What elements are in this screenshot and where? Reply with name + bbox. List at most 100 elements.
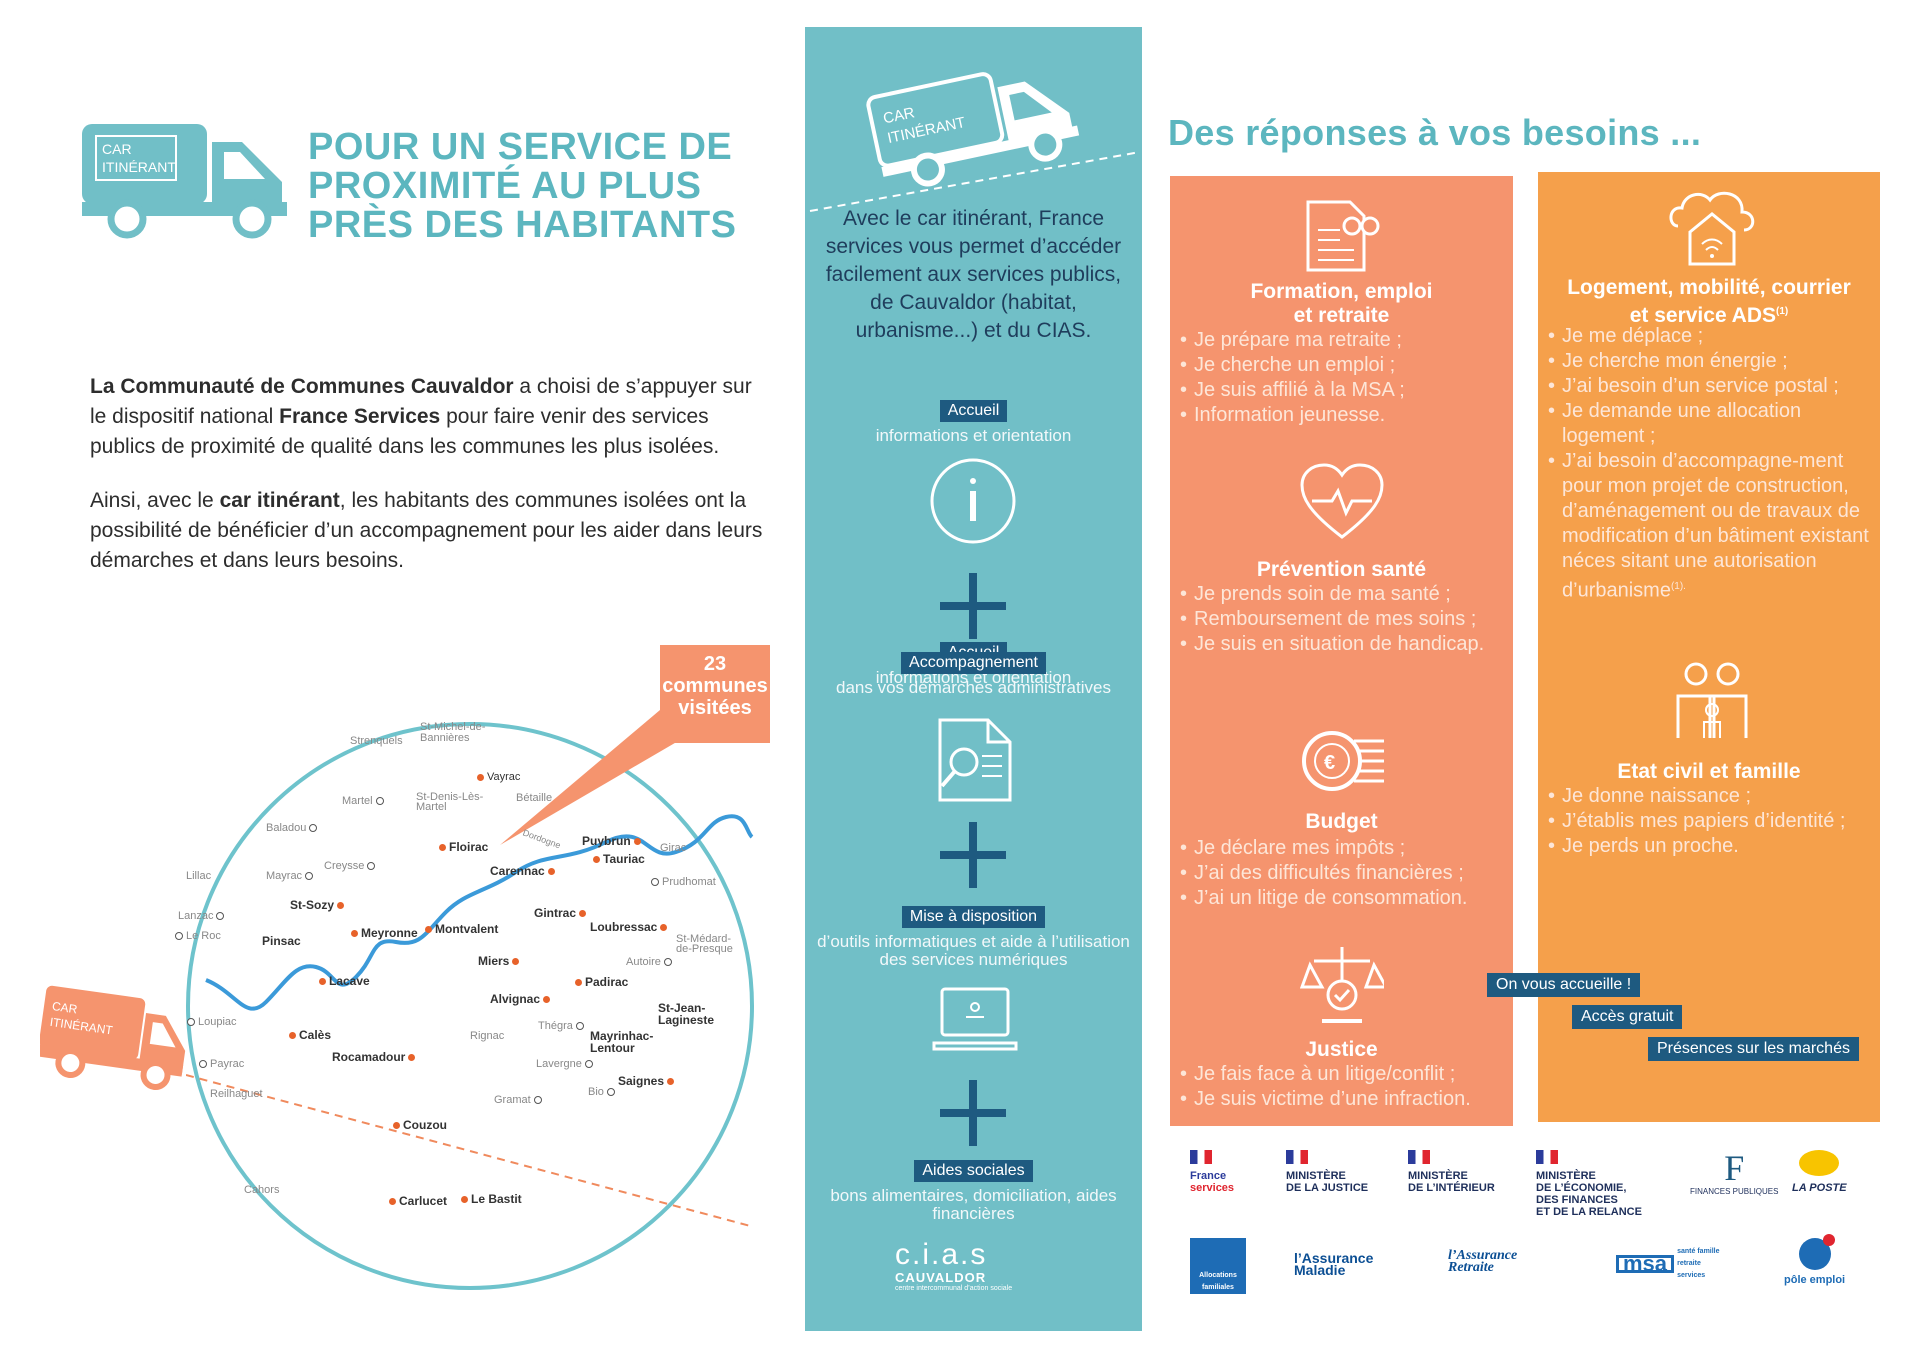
callout-number: 23 — [703, 653, 727, 675]
town-label: Vayrac — [474, 771, 520, 783]
town-name: Loubressac — [590, 920, 658, 934]
town-name: Saignes — [618, 1074, 665, 1088]
map-towns: Vayrac Floirac Puybrun Tauriac Carennac … — [0, 0, 733, 1208]
teal-item-accompagnement-label: Accompagnement dans vos démarches admini… — [805, 652, 1142, 697]
footnote-mark: (1). — [1670, 581, 1686, 592]
document-glasses-icon — [1300, 196, 1380, 281]
town-label: Calès — [286, 1028, 331, 1042]
text: a choisi de s’appuyer sur le dispositif … — [90, 375, 752, 428]
list-item: Je prépare ma retraite ; — [1180, 328, 1507, 353]
logo-text: santé famille retraite services — [1677, 1248, 1720, 1279]
la-poste-logo: LA POSTE — [1792, 1150, 1847, 1194]
footnote-mark: (1) — [1776, 306, 1789, 317]
pole-emploi-logo: pôle emploi — [1784, 1234, 1846, 1286]
logo-text: DE LA JUSTICE — [1286, 1182, 1369, 1194]
town-name: Autoire — [626, 956, 661, 968]
house-cloud-icon — [1666, 186, 1760, 275]
town-name: Bétaille — [516, 792, 553, 804]
list-item: Je me déplace ; — [1548, 324, 1874, 349]
logo-text: msa — [1616, 1253, 1675, 1275]
town-label: Loubressac — [590, 920, 670, 934]
town-name: Padirac — [585, 975, 629, 989]
logo-text: Maladie — [1294, 1262, 1346, 1278]
town-label: Lacave — [316, 974, 370, 988]
town-label: Thégra — [538, 1020, 587, 1032]
france-services-intro: Avec le car itinérant, France services v… — [825, 207, 1122, 342]
town-label: Creysse — [324, 860, 378, 872]
town-name: Bio — [588, 1086, 604, 1098]
town-name: Thégra — [538, 1020, 573, 1032]
callout-text: visitées — [678, 697, 752, 719]
formation-list: Je prépare ma retraite ; Je cherche un e… — [1180, 328, 1507, 428]
list-item: Je demande une allocation logement ; — [1548, 399, 1874, 449]
svg-text:CAR: CAR — [102, 141, 132, 157]
town-label: Mayrinhac-Lentour — [590, 1030, 670, 1054]
list-item: J’ai besoin d’un service postal ; — [1548, 374, 1874, 399]
title-line: PROXIMITÉ AU PLUS — [308, 165, 702, 207]
logo-text: l’Assurance — [1448, 1248, 1518, 1263]
car-itinerant-truck-icon: CAR ITINÉRANT — [82, 124, 292, 247]
logo-text: MINISTÈRE — [1408, 1170, 1468, 1182]
family-icon — [1672, 658, 1752, 747]
list-item: Je déclare mes impôts ; — [1180, 836, 1507, 861]
town-label: Mayrac — [266, 870, 316, 882]
list-item: Je prends soin de ma santé ; — [1180, 582, 1507, 607]
teal-item-accueil-label: Accueil informations et orientation — [805, 400, 1142, 445]
teal-item-aides-sociales-label: Aides sociales bons alimentaires, domici… — [805, 1160, 1142, 1223]
town-name: Strenquels — [350, 735, 403, 747]
town-label: Couzou — [390, 1118, 447, 1132]
prevention-sante-title: Prévention santé — [1256, 558, 1427, 581]
town-name: Miers — [478, 954, 510, 968]
budget-title: Budget — [1305, 810, 1378, 833]
town-label: Miers — [478, 954, 522, 968]
town-label: Montvalent — [422, 922, 498, 936]
logement-title: Logement, mobilité, courrier et service … — [1538, 276, 1880, 328]
town-name: Meyronne — [361, 926, 418, 940]
logo-text: DE L’INTÉRIEUR — [1408, 1182, 1495, 1194]
item-tag: Mise à disposition — [901, 906, 1046, 928]
text: Ainsi, avec le — [90, 489, 220, 512]
list-item: Je suis en situation de handicap. — [1180, 632, 1507, 657]
plus-icon — [940, 1080, 1006, 1146]
town-label: St-Denis-Lès-Martel — [416, 792, 486, 813]
town-label: Alvignac — [490, 992, 553, 1006]
svg-text:CAR: CAR — [882, 104, 917, 127]
plus-icon — [940, 573, 1006, 639]
list-item: Je cherche un emploi ; — [1180, 353, 1507, 378]
svg-text:CAR: CAR — [51, 999, 78, 1016]
town-label: St-Médard-de-Presque — [676, 934, 736, 955]
bold-text: La Communauté de Communes Cauvaldor — [90, 375, 514, 398]
logo-text: FINANCES PUBLIQUES — [1690, 1187, 1779, 1196]
town-name: Rignac — [470, 1030, 505, 1042]
document-search-icon — [936, 716, 1016, 809]
town-label: Puybrun — [582, 834, 644, 848]
etat-civil-list: Je donne naissance ; J’établis mes papie… — [1548, 784, 1874, 859]
list-item: J’ai un litige de consommation. — [1180, 886, 1507, 911]
list-item: Je fais face à un litige/conflit ; — [1180, 1062, 1507, 1087]
justice-title: Justice — [1305, 1038, 1378, 1061]
town-label: Gintrac — [534, 906, 589, 920]
item-tag: Accueil — [939, 400, 1008, 422]
town-label: Carlucet — [386, 1194, 447, 1208]
town-name: Alvignac — [490, 992, 541, 1006]
prevention-sante-list: Je prends soin de ma santé ; Rembourseme… — [1180, 582, 1507, 657]
car-itinerant-truck-icon: CAR ITINÉRANT — [863, 47, 1093, 192]
town-label: Autoire — [626, 956, 675, 968]
town-label: St-Sozy — [290, 898, 347, 912]
town-name: Mayrinhac-Lentour — [590, 1029, 654, 1055]
logo-text: Retraite — [1448, 1260, 1494, 1275]
town-label: Girac — [660, 842, 686, 854]
town-name: Mayrac — [266, 870, 303, 882]
town-name: St-Sozy — [290, 898, 335, 912]
cias-logo-subtitle: CAUVALDOR — [895, 1270, 987, 1285]
town-name: Rocamadour — [332, 1050, 406, 1064]
town-name: Lanzac — [178, 910, 214, 922]
town-name: Creysse — [324, 860, 365, 872]
town-label: Prudhomat — [648, 876, 716, 888]
logo-text: pôle emploi — [1784, 1274, 1846, 1286]
town-label: Loupiac — [184, 1016, 237, 1028]
